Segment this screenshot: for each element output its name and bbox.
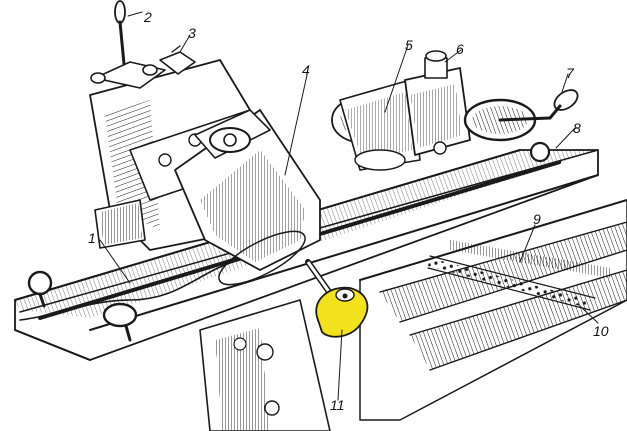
callout-labels: 1 2 3 4 5 6 7 8 9 10 11 bbox=[88, 9, 609, 413]
clamp-handle bbox=[90, 0, 166, 89]
eye-bolt-right bbox=[529, 141, 551, 163]
label-1: 1 bbox=[88, 230, 96, 246]
label-11: 11 bbox=[330, 397, 345, 413]
machine-bed bbox=[359, 199, 627, 421]
label-5: 5 bbox=[405, 37, 413, 53]
label-4: 4 bbox=[302, 62, 310, 78]
clamp-nut bbox=[159, 45, 196, 75]
eye-bolt-left bbox=[27, 270, 53, 308]
label-8: 8 bbox=[573, 120, 581, 136]
feed-motor bbox=[331, 79, 421, 171]
label-9: 9 bbox=[533, 211, 541, 227]
support-column bbox=[199, 299, 331, 431]
grinding-wheel bbox=[315, 286, 369, 338]
label-6: 6 bbox=[456, 41, 464, 57]
handwheel bbox=[463, 89, 579, 142]
control-box bbox=[404, 50, 471, 156]
label-10: 10 bbox=[593, 323, 609, 339]
ball-guide bbox=[427, 240, 610, 311]
leader-lines bbox=[99, 11, 599, 401]
label-3: 3 bbox=[188, 25, 196, 41]
eye-bolt-front bbox=[102, 302, 138, 342]
label-7: 7 bbox=[566, 65, 575, 81]
power-cable bbox=[19, 259, 241, 321]
spindle-motor bbox=[174, 109, 335, 299]
label-2: 2 bbox=[143, 9, 152, 25]
